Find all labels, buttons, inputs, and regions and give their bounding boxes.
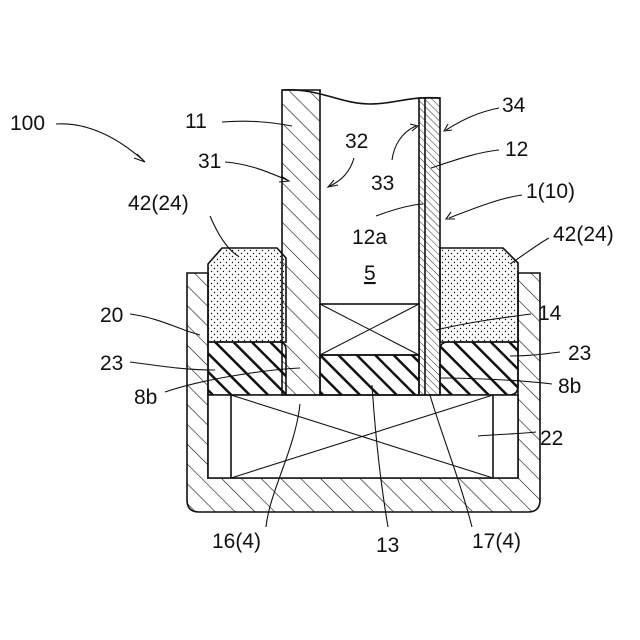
label-42-24-left: 42(24) <box>128 192 189 215</box>
label-1-10: 1(10) <box>526 180 575 203</box>
filler-42-right <box>440 248 518 342</box>
label-23-right: 23 <box>568 342 591 365</box>
label-20: 20 <box>100 304 123 327</box>
seal-23-left <box>208 342 286 395</box>
label-42-24-right: 42(24) <box>553 223 614 246</box>
label-22: 22 <box>540 427 563 450</box>
tube-wall-11 <box>282 90 320 395</box>
label-33: 33 <box>371 172 394 195</box>
label-16-4: 16(4) <box>212 530 261 553</box>
label-34: 34 <box>502 94 526 117</box>
label-8b-right: 8b <box>558 375 581 398</box>
label-14: 14 <box>538 302 562 325</box>
label-12a: 12a <box>352 226 387 249</box>
label-8b-left: 8b <box>134 386 157 409</box>
label-12: 12 <box>505 138 528 161</box>
label-23-left: 23 <box>100 352 123 375</box>
label-17-4: 17(4) <box>472 530 521 553</box>
element-13 <box>320 355 419 395</box>
label-11: 11 <box>185 110 207 133</box>
block-22 <box>208 395 518 478</box>
filler-42-left <box>208 248 286 342</box>
label-32: 32 <box>345 130 368 153</box>
label-100: 100 <box>10 112 45 135</box>
seal-23-right <box>440 342 518 395</box>
label-13: 13 <box>376 534 399 557</box>
tube-wall-12 <box>419 98 440 395</box>
label-31: 31 <box>198 150 221 173</box>
label-5: 5 <box>364 262 376 285</box>
element-14 <box>320 304 419 355</box>
